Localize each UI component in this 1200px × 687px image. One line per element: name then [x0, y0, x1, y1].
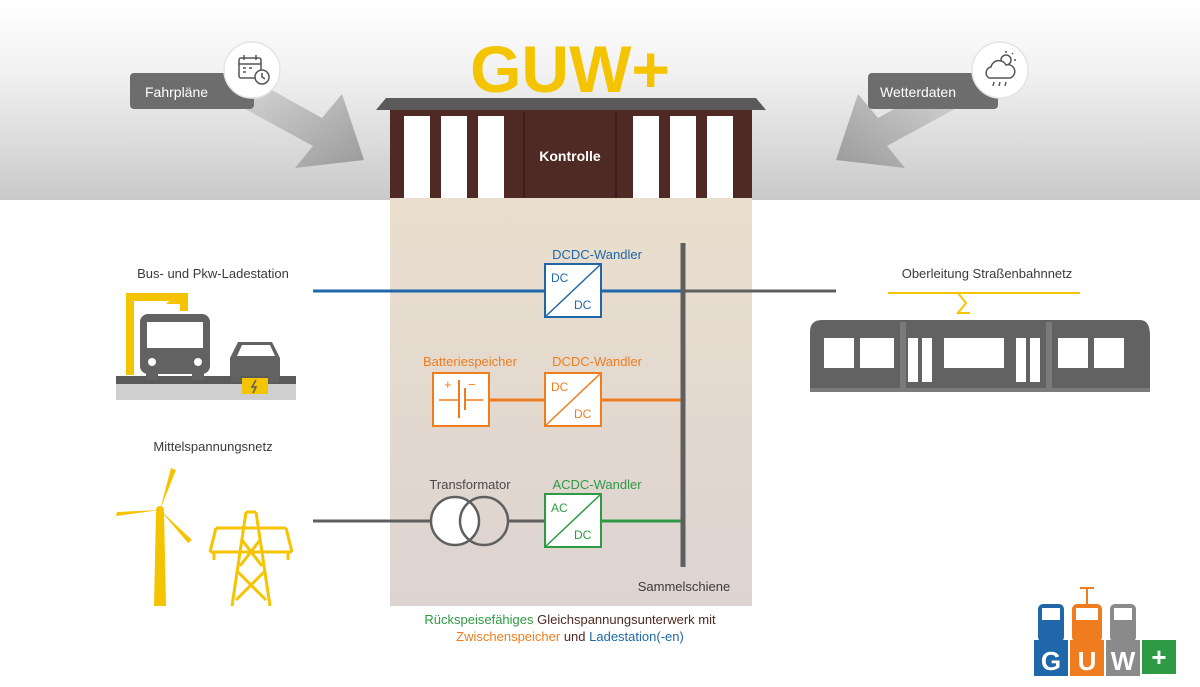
logo-letter-u: U: [1078, 646, 1097, 676]
dcdc-mid-in: DC: [551, 380, 569, 394]
title: GUW+: [470, 32, 670, 106]
caption-line-1: Rückspeisefähiges Gleichspannungsunterwe…: [424, 612, 716, 627]
dcdc-mid-out: DC: [574, 407, 592, 421]
logo-letter-g: G: [1041, 646, 1061, 676]
logo-tram-icons: [1038, 587, 1136, 642]
acdc-in: AC: [551, 501, 568, 515]
wind-turbine-pylon-icon: [116, 468, 294, 607]
acdc-label: ACDC-Wandler: [552, 477, 642, 492]
fahrplaene-label: Fahrpläne: [145, 84, 208, 100]
overhead-line-label: Oberleitung Straßenbahnnetz: [902, 266, 1073, 281]
caption-part1: Rückspeisefähiges: [424, 612, 534, 627]
battery-plus: +: [444, 377, 452, 392]
calendar-clock-icon: [238, 55, 270, 85]
logo-letter-w: W: [1111, 646, 1136, 676]
caption-part5: Ladestation(-en): [589, 629, 684, 644]
cloud-sun-rain-icon: [985, 51, 1016, 87]
charging-station-label: Bus- und Pkw-Ladestation: [137, 266, 289, 281]
tram-icon: [810, 292, 1150, 392]
battery-minus: −: [468, 377, 476, 392]
dcdc-mid-converter: DC DC: [544, 372, 602, 427]
busbar-label: Sammelschiene: [638, 579, 731, 594]
dcdc-mid-label: DCDC-Wandler: [552, 354, 642, 369]
wetterdaten-label-box: [868, 73, 998, 109]
dcdc-top-converter: DC DC: [544, 263, 602, 318]
medium-voltage-label: Mittelspannungsnetz: [153, 439, 272, 454]
dcdc-top-in: DC: [551, 271, 569, 285]
caption-part4: und: [560, 629, 589, 644]
transformer-icon: [429, 495, 510, 547]
caption-line-2: Zwischenspeicher und Ladestation(-en): [456, 629, 684, 644]
control-building: [376, 98, 766, 198]
wetterdaten-label: Wetterdaten: [880, 84, 956, 100]
transformer-label: Transformator: [429, 477, 511, 492]
left-input-arrow: [236, 78, 364, 168]
acdc-out: DC: [574, 528, 592, 542]
dcdc-top-out: DC: [574, 298, 592, 312]
caption-part2: Gleichspannungsunterwerk mit: [534, 612, 716, 627]
logo-plus: +: [1151, 642, 1166, 672]
fahrplaene-label-box: [130, 73, 254, 109]
battery-label: Batteriespeicher: [423, 354, 518, 369]
caption-part3: Zwischenspeicher: [456, 629, 561, 644]
acdc-converter: AC DC: [544, 493, 602, 548]
control-label: Kontrolle: [539, 148, 601, 164]
guw-logo: G U W +: [1034, 587, 1176, 676]
dcdc-top-label: DCDC-Wandler: [552, 247, 642, 262]
calendar-clock-icon-bg: [223, 41, 281, 99]
battery-icon: + −: [432, 372, 490, 427]
bus-car-charging-icon: [116, 293, 296, 400]
